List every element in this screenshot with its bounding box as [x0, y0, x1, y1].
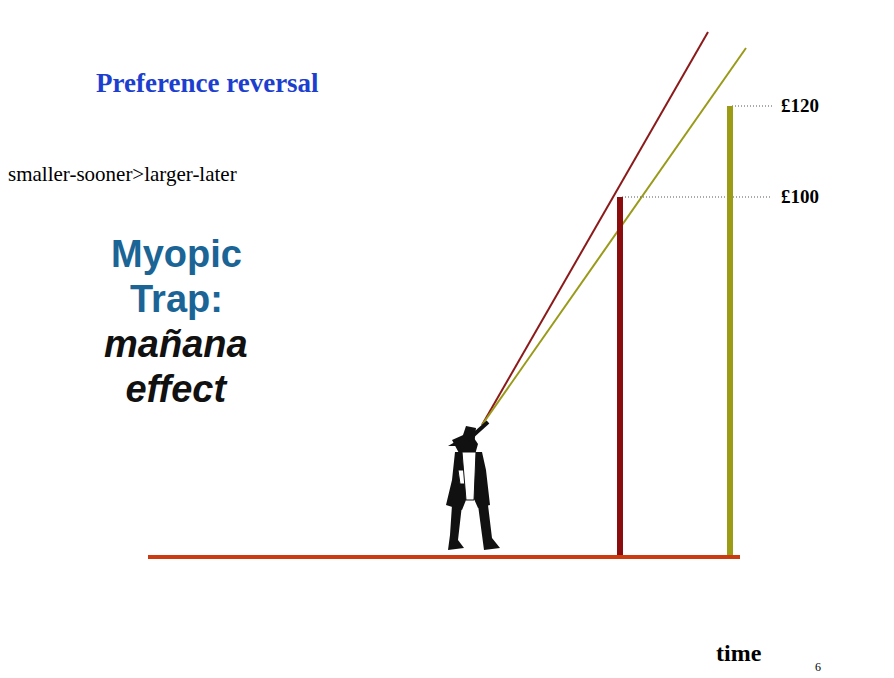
- sooner-reward-bar: [617, 197, 623, 559]
- sight-line-later: [482, 48, 746, 425]
- comparison-note: smaller-sooner>larger-later: [8, 162, 237, 187]
- later-reward-bar: [727, 106, 733, 559]
- trap-heading: Myopic Trap:: [111, 232, 242, 322]
- sight-line-sooner: [482, 32, 708, 425]
- value-guide: [732, 106, 772, 107]
- trap-subheading: mañana effect: [104, 322, 248, 412]
- value-label: £120: [781, 95, 819, 117]
- value-label: £100: [781, 186, 819, 208]
- diagram-title: Preference reversal: [96, 68, 319, 99]
- observer-figure: [446, 422, 500, 550]
- time-axis: [148, 555, 740, 559]
- axis-label: time: [716, 640, 761, 667]
- value-guide: [622, 197, 772, 198]
- page-number: 6: [815, 660, 821, 675]
